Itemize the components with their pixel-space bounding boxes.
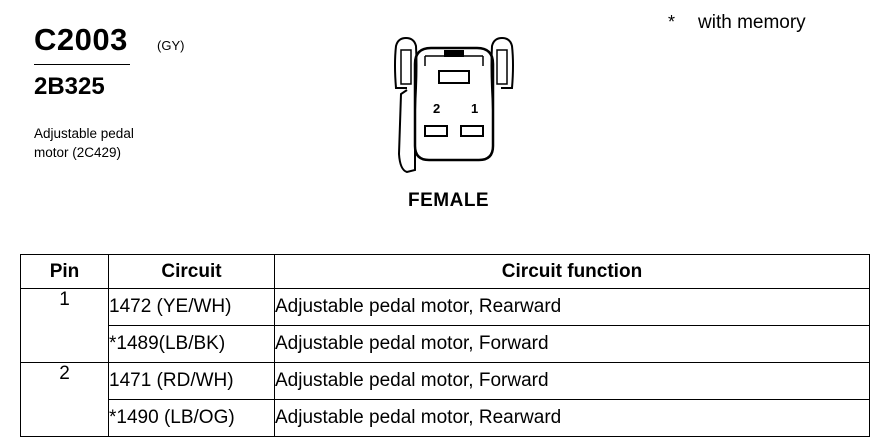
connector-face-diagram: 2 1 xyxy=(394,36,514,174)
table-row: *1489(LB/BK) Adjustable pedal motor, For… xyxy=(21,325,870,363)
view-label: FEMALE xyxy=(408,190,490,211)
pin-cavity-2 xyxy=(424,125,448,137)
column-header-pin: Pin xyxy=(20,254,109,289)
right-latch-arm xyxy=(490,36,514,111)
connector-id: C2003 xyxy=(34,22,128,57)
pinout-table: Pin Circuit Circuit function 1 1472 (YE/… xyxy=(20,254,870,437)
circuit-cell: 1471 (RD/WH) xyxy=(108,362,275,400)
description-line-1: Adjustable pedal xyxy=(34,126,134,141)
title-underline xyxy=(34,64,130,65)
column-header-circuit: Circuit xyxy=(108,254,275,289)
circuit-cell: *1490 (LB/OG) xyxy=(108,399,275,437)
side-lock-tab xyxy=(397,89,416,174)
table-row: *1490 (LB/OG) Adjustable pedal motor, Re… xyxy=(21,399,870,437)
left-latch-arm xyxy=(394,36,418,111)
pin-label-1: 1 xyxy=(471,101,478,116)
note-text: with memory xyxy=(698,12,806,33)
circuit-cell: 1472 (YE/WH) xyxy=(108,288,275,326)
description-line-2: motor (2C429) xyxy=(34,145,122,160)
table-row: 2 1471 (RD/WH) Adjustable pedal motor, F… xyxy=(20,362,870,437)
component-description: Adjustable pedal motor (2C429) xyxy=(34,124,134,162)
function-cell: Adjustable pedal motor, Rearward xyxy=(274,288,870,326)
table-row: 1 1472 (YE/WH) Adjustable pedal motor, R… xyxy=(20,288,870,363)
pin-label-2: 2 xyxy=(433,101,440,116)
function-cell: Adjustable pedal motor, Forward xyxy=(274,362,870,400)
note-symbol: * xyxy=(668,12,676,32)
part-number: 2B325 xyxy=(34,73,105,100)
pin-cell: 1 xyxy=(20,288,109,363)
table-header-row: Pin Circuit Circuit function xyxy=(20,254,870,289)
connector-color-code: (GY) xyxy=(157,38,185,53)
function-cell: Adjustable pedal motor, Rearward xyxy=(274,399,870,437)
circuit-cell: *1489(LB/BK) xyxy=(108,325,275,363)
function-cell: Adjustable pedal motor, Forward xyxy=(274,325,870,363)
pin-cavity-1 xyxy=(460,125,484,137)
column-header-circuit-function: Circuit function xyxy=(274,254,870,289)
pin-cell: 2 xyxy=(20,362,109,437)
connector-body xyxy=(413,46,495,162)
